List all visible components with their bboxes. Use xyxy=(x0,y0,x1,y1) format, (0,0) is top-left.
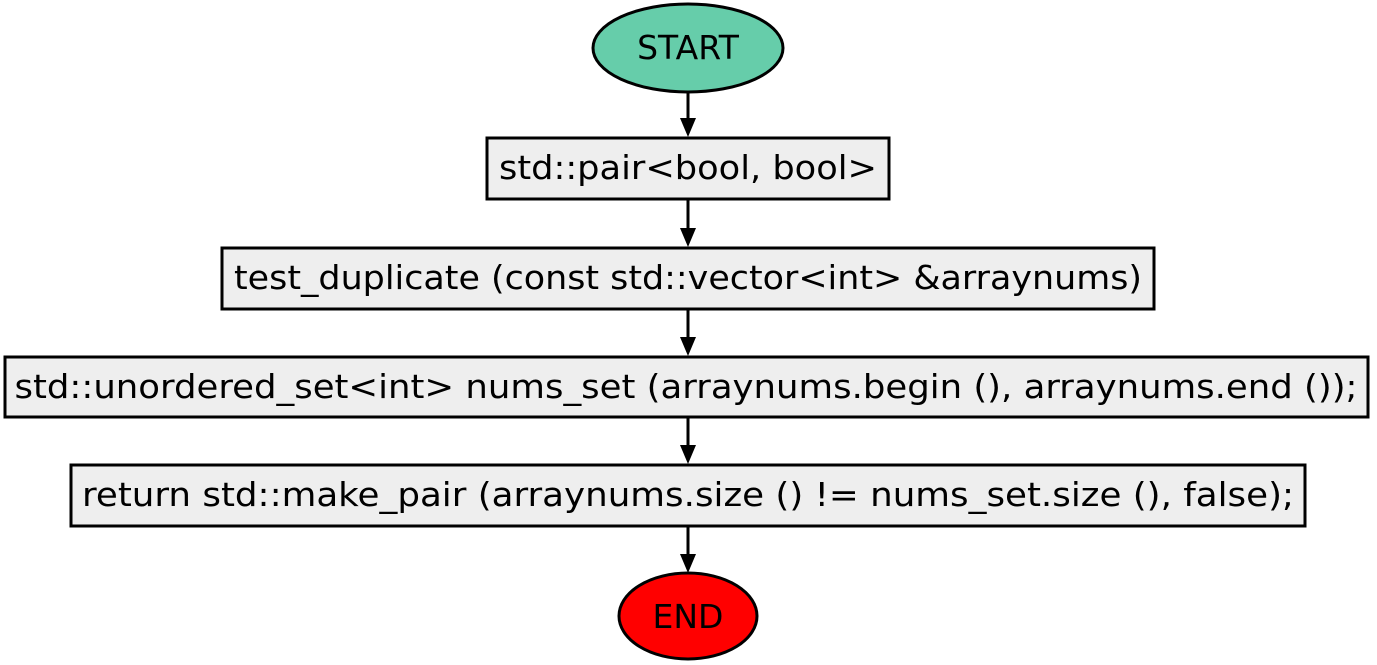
end-label: END xyxy=(653,597,724,636)
return-statement-label: return std::make_pair (arraynums.size ()… xyxy=(82,475,1294,514)
edge-set-to-ret xyxy=(680,418,696,464)
set-label: std::unordered_set<int> nums_set (arrayn… xyxy=(15,367,1358,406)
return-type-label: std::pair<bool, bool> xyxy=(499,148,877,187)
edge-decl-to-sig xyxy=(680,200,696,247)
set-node: std::unordered_set<int> nums_set (arrayn… xyxy=(3,355,1370,419)
edges xyxy=(680,93,696,573)
set-box xyxy=(3,355,1370,419)
signature-label: test_duplicate (const std::vector<int> &… xyxy=(234,258,1142,297)
edge-sig-to-set xyxy=(680,310,696,356)
return-statement-box xyxy=(69,463,1307,528)
start-ellipse xyxy=(591,2,785,94)
signature-box xyxy=(220,246,1156,311)
end-ellipse xyxy=(617,571,759,661)
edge-start-to-decl xyxy=(680,93,696,137)
return-type-box xyxy=(485,136,891,201)
return-type-node: std::pair<bool, bool> xyxy=(485,136,891,201)
end-node: END xyxy=(617,571,759,661)
start-node: START xyxy=(591,2,785,94)
signature-node: test_duplicate (const std::vector<int> &… xyxy=(220,246,1156,311)
return-statement-node: return std::make_pair (arraynums.size ()… xyxy=(69,463,1307,528)
start-label: START xyxy=(637,28,740,67)
edge-ret-to-end xyxy=(680,527,696,573)
